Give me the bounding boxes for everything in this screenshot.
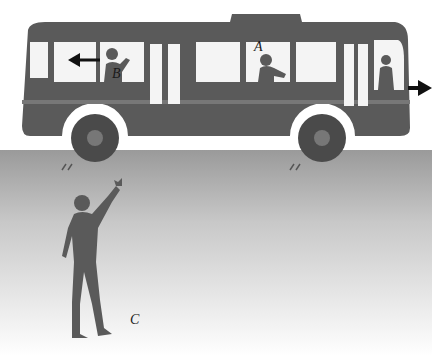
observer-figure bbox=[62, 178, 122, 338]
bus bbox=[22, 14, 410, 170]
point-label: C bbox=[130, 313, 139, 327]
point-label: A bbox=[254, 40, 263, 54]
velocity-arrow bbox=[68, 53, 100, 67]
ground bbox=[0, 150, 432, 356]
point-label: B bbox=[112, 67, 121, 81]
velocity-arrow bbox=[408, 80, 432, 96]
